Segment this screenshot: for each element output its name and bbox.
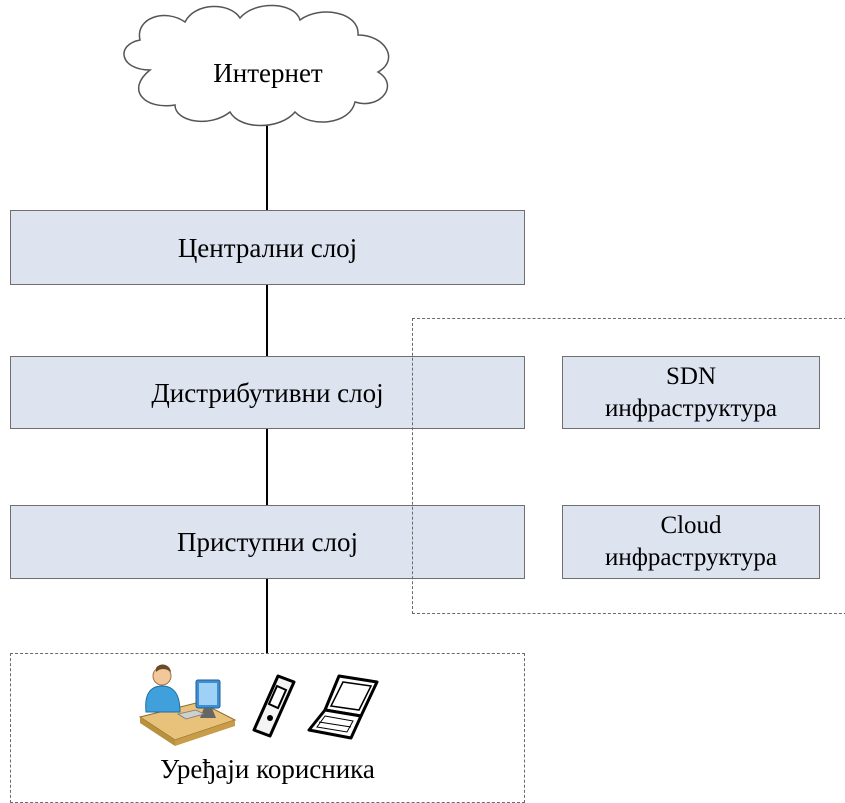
cloud-infrastructure-box: Cloud инфраструктура <box>562 505 820 579</box>
distribution-layer-box: Дистрибутивни слој <box>10 356 525 429</box>
sdn-infrastructure-box: SDN инфраструктура <box>562 356 820 429</box>
cloud-infrastructure-label: инфраструктура <box>604 544 778 571</box>
laptop-icon <box>307 674 379 740</box>
core-layer-label: Централни слој <box>177 232 358 263</box>
user-devices-label: Уређаји корисника <box>160 754 375 784</box>
access-layer-label: Приступни слој <box>177 527 358 557</box>
sdn-cloud-group <box>412 318 845 614</box>
access-layer-box: Приступни слој <box>10 505 525 579</box>
distribution-layer-label: Дистрибутивни слој <box>151 377 384 408</box>
user-workstation-icon <box>138 664 237 746</box>
internet-cloud-icon <box>123 4 390 127</box>
connector-access-users <box>266 579 268 653</box>
cloud-label: Cloud <box>660 512 722 539</box>
connector-distribution-access <box>266 429 268 505</box>
sdn-label: SDN <box>665 362 716 390</box>
mobile-phone-icon <box>252 674 296 738</box>
core-layer-box: Централни слој <box>10 210 525 285</box>
connector-core-distribution <box>266 285 268 356</box>
sdn-infrastructure-label: инфраструктура <box>604 394 778 422</box>
connector-internet-core <box>266 122 268 210</box>
internet-label: Интернет <box>213 58 323 88</box>
